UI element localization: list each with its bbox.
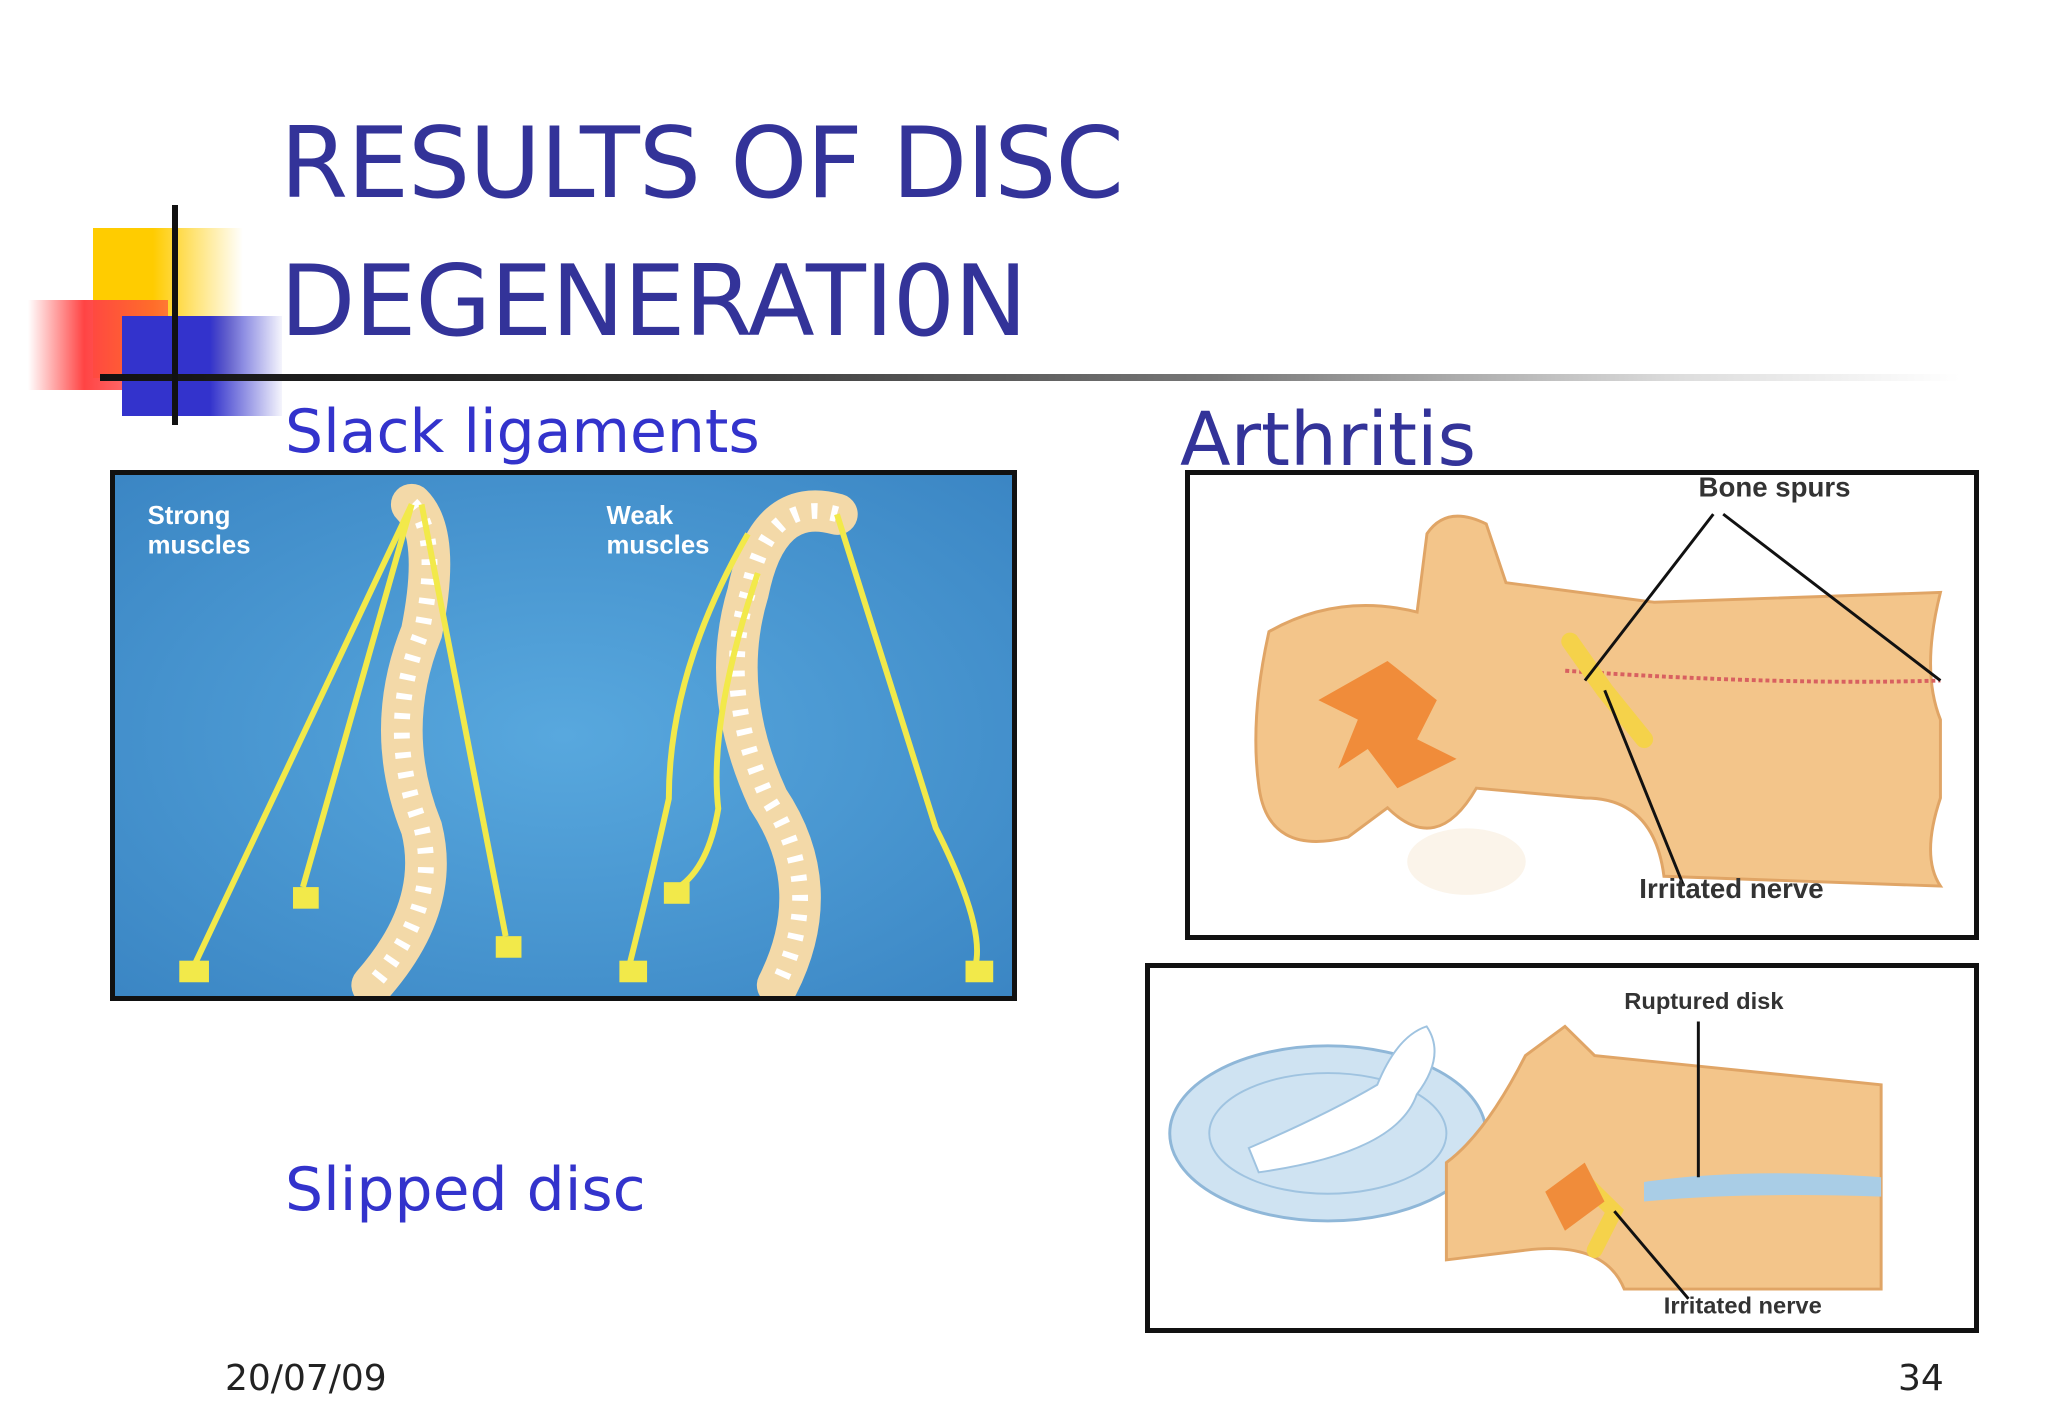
right-ligament-3 [834,513,981,967]
slide-date: 20/07/09 [225,1358,387,1399]
disc-nucleus [1247,1025,1436,1174]
spine-left-label-2: muscles [148,532,251,560]
pointer-line-2 [1722,512,1942,682]
ruptured-disk-layer [1644,1173,1882,1202]
inflammation-spot [1318,660,1457,789]
left-ligament-1 [191,503,415,967]
decor-vertical-line [172,205,178,425]
title-line-1: RESULTS OF DISC [280,107,1124,221]
spine-right-label: Weak muscles [607,502,710,559]
anchor-6 [965,960,994,983]
pointer-line-1 [1583,513,1715,682]
anchor-2 [179,960,209,983]
left-ligament-3 [418,503,509,937]
title-line-2: DEGENERATI0N [280,245,1027,359]
decor-blue-square [122,316,282,416]
left-ligament-2 [300,503,415,888]
label-slack-ligaments: Slack ligaments [285,397,760,467]
spine-muscles-figure: Strong muscles Weak muscles [110,470,1017,1001]
irritated-nerve-label-2: Irritated nerve [1664,1293,1822,1319]
anchor-1 [293,887,319,909]
right-ligament-1 [626,532,751,967]
spine-right-label-1: Weak [607,502,674,530]
slide-page-number: 34 [1898,1358,1944,1399]
pointer-line-5 [1613,1210,1690,1300]
arthritis-illustration: Bone spurs Irritated nerve [1190,475,1974,935]
joint-line [1565,668,1941,684]
spine-left-label: Strong muscles [148,502,251,559]
spine-left-label-1: Strong [148,502,231,530]
ruptured-disk-figure: Ruptured disk Irritated nerve [1145,963,1979,1333]
pointer-line-3 [1603,689,1686,887]
irritated-nerve-label-1: Irritated nerve [1639,873,1823,904]
spine-muscles-illustration: Strong muscles Weak muscles [115,475,1012,996]
ruptured-disk-label: Ruptured disk [1624,988,1784,1014]
inflammation-spot-2 [1545,1162,1605,1231]
bone-spurs-label: Bone spurs [1699,475,1851,503]
anchor-4 [663,882,690,904]
anchor-3 [495,936,522,958]
right-spine [716,490,858,996]
arthritis-figure: Bone spurs Irritated nerve [1185,470,1979,940]
anchor-5 [619,960,648,983]
vertebra-shape [1254,514,1944,888]
slide-title: RESULTS OF DISC DEGENERATI0N [280,95,1780,371]
right-ligament-2 [676,572,761,890]
nerve-root [1407,828,1526,895]
left-spine-vertebrae [366,498,438,991]
title-rule [100,374,1960,381]
disc-ring [1208,1072,1448,1195]
label-arthritis: Arthritis [1180,397,1477,483]
ruptured-disk-illustration: Ruptured disk Irritated nerve [1150,968,1974,1328]
vertebra-section [1444,1024,1883,1291]
label-slipped-disc: Slipped disc [285,1155,646,1225]
spine-right-label-2: muscles [607,532,710,560]
